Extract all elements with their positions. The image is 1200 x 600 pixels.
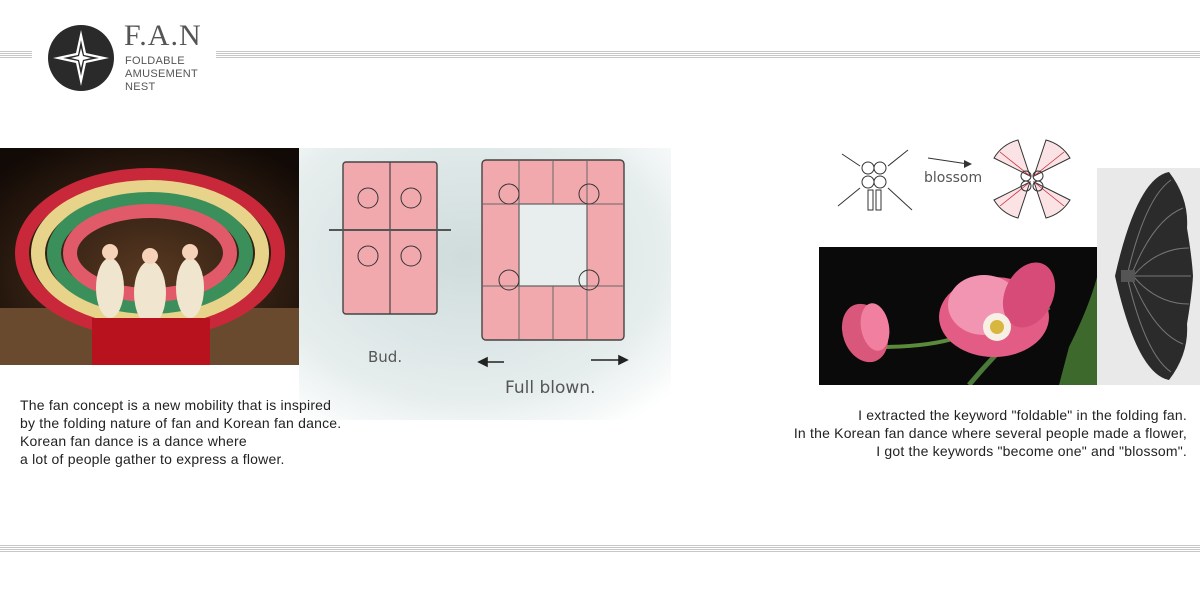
tulip-photo (819, 247, 1097, 385)
text-line: by the folding nature of fan and Korean … (20, 415, 342, 431)
brand-subtitle: FOLDABLE AMUSEMENT NEST (125, 55, 198, 94)
header-rule-right (216, 51, 1200, 59)
text-line: The fan concept is a new mobility that i… (20, 397, 332, 413)
bud-label: Bud. (368, 348, 403, 366)
text-line: a lot of people gather to express a flow… (20, 451, 285, 467)
fan-logo-icon (47, 24, 115, 92)
text-line: I extracted the keyword "foldable" in th… (858, 407, 1187, 423)
subtitle-line: NEST (125, 81, 156, 93)
bud-sketch (329, 161, 451, 315)
fan-dance-photo (0, 148, 299, 365)
subtitle-line: AMUSEMENT (125, 68, 198, 80)
header-rule-left (0, 51, 32, 59)
sketch-panel (299, 148, 671, 420)
blossom-fans-sketch (990, 138, 1074, 220)
full-blown-label: Full blown. (505, 378, 596, 398)
blossom-label: blossom (924, 170, 983, 186)
left-description: The fan concept is a new mobility that i… (20, 396, 341, 468)
text-line: In the Korean fan dance where several pe… (793, 425, 1187, 441)
text-line: I got the keywords "become one" and "blo… (876, 443, 1187, 459)
subtitle-line: FOLDABLE (125, 55, 185, 67)
brand-title: F.A.N (124, 19, 202, 52)
blossom-diagram (830, 140, 1000, 224)
text-line: Korean fan dance is a dance where (20, 433, 247, 449)
folded-fan-photo (1097, 168, 1200, 385)
right-description: I extracted the keyword "foldable" in th… (794, 406, 1187, 460)
full-blown-sketch (481, 159, 625, 341)
footer-rule (0, 545, 1200, 553)
